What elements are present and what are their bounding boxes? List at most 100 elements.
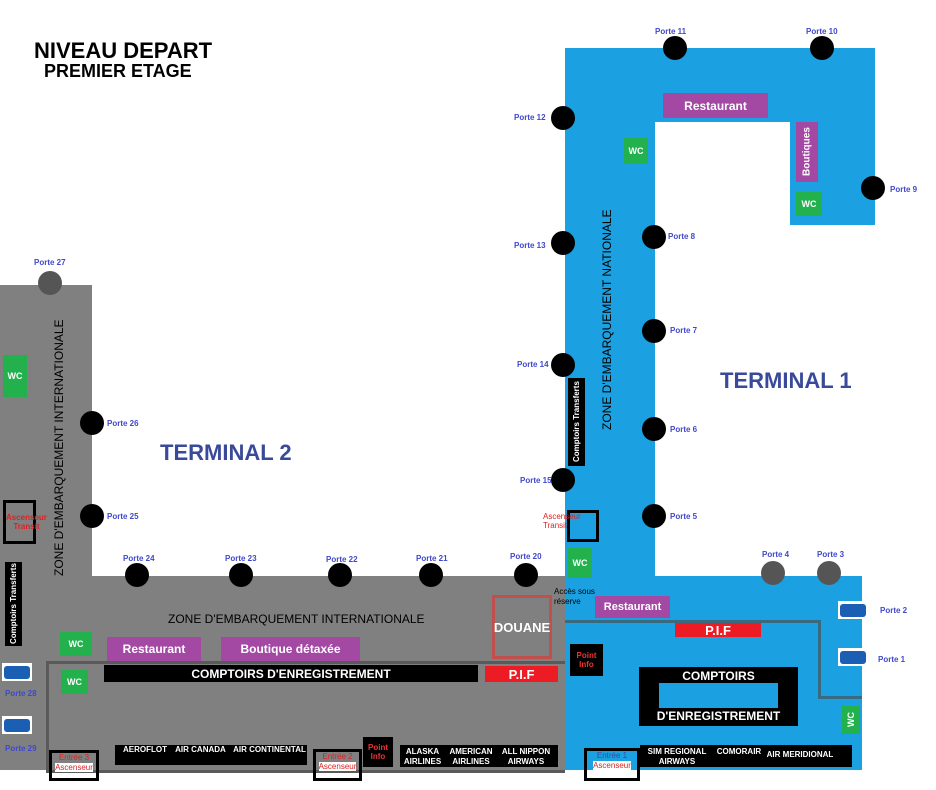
gate-marker[interactable]	[817, 561, 841, 585]
airline-counter: AIR CONTINENTAL	[233, 745, 306, 754]
gate-label: Porte 2	[880, 606, 908, 615]
gate-marker[interactable]	[328, 563, 352, 587]
gate-marker[interactable]	[663, 36, 687, 60]
bus-gate-icon[interactable]	[2, 663, 32, 681]
gate-marker[interactable]	[642, 417, 666, 441]
wc-t1-pier: WC	[568, 548, 592, 578]
ascenseur-transit-t1-box[interactable]	[567, 510, 599, 542]
douane: DOUANE	[492, 595, 552, 659]
wc-t1-right: WC	[796, 192, 822, 216]
pif-t2: P.I.F	[485, 666, 558, 682]
comptoirs-island	[659, 683, 778, 708]
counter-row-t1	[640, 745, 852, 767]
zone-internationale-label: ZONE D'EMBARQUEMENT INTERNATIONALE	[168, 612, 425, 626]
gate-label: Porte 6	[670, 425, 698, 434]
entree-3-label: Entrée 3	[58, 753, 90, 762]
wc-t2-checkin: WC	[61, 670, 88, 694]
gate-marker[interactable]	[861, 176, 885, 200]
ascenseur-label: Ascenseur	[593, 761, 631, 770]
wc-t2-hall: WC	[60, 632, 92, 656]
restaurant-t1-hall: Restaurant	[595, 596, 670, 618]
ascenseur-transit-t2[interactable]: Ascenseur Transit	[3, 500, 47, 544]
bus-gate-icon[interactable]	[2, 716, 32, 734]
gate-marker[interactable]	[642, 225, 666, 249]
enregistrement-label: D'ENREGISTREMENT	[656, 709, 781, 723]
comptoirs-enregistrement-t2: COMPTOIRS D'ENREGISTREMENT	[104, 665, 478, 682]
checkin-hall-outline	[46, 661, 565, 773]
gate-label: Porte 7	[670, 326, 698, 335]
gate-marker[interactable]	[80, 411, 104, 435]
airline-counter: AMERICAN AIRLINES	[449, 747, 493, 766]
gate-marker[interactable]	[761, 561, 785, 585]
gate-marker[interactable]	[419, 563, 443, 587]
gate-marker[interactable]	[38, 271, 62, 295]
gate-label: Porte 29	[5, 744, 37, 753]
restaurant-t2: Restaurant	[107, 637, 201, 661]
gate-marker[interactable]	[514, 563, 538, 587]
airline-counter: AEROFLOT	[123, 745, 167, 754]
bus-shape	[4, 718, 30, 732]
gate-label: Porte 20	[510, 552, 542, 561]
terminal2-label: TERMINAL 2	[160, 440, 292, 465]
gate-label: Porte 15	[520, 476, 552, 485]
restaurant-t1-top: Restaurant	[663, 93, 768, 118]
counter-row-t2-b	[400, 745, 558, 767]
gate-marker[interactable]	[551, 468, 575, 492]
map-subtitle: PREMIER ETAGE	[44, 61, 192, 81]
point-info-t1: Point Info	[570, 644, 603, 676]
airline-counter: COMORAIR	[716, 747, 762, 756]
gate-label: Porte 11	[655, 27, 687, 36]
wc-t1-hall: WC	[842, 706, 860, 734]
entree-2-label: Entrée 2	[322, 752, 353, 761]
bus-gate-icon[interactable]	[838, 648, 868, 666]
zone-internationale-vertical-label: ZONE D'EMBARQUEMENT INTERNATIONALE	[52, 319, 66, 576]
ascenseur-label: Ascenseur	[55, 763, 93, 772]
gate-label: Porte 21	[416, 554, 448, 563]
gate-marker[interactable]	[125, 563, 149, 587]
wc-t1-top: WC	[624, 138, 648, 164]
boutiques-t1: Boutiques	[796, 122, 818, 182]
comptoirs-enregistrement-t1: COMPTOIRS D'ENREGISTREMENT	[639, 667, 798, 726]
gate-marker[interactable]	[551, 353, 575, 377]
gate-label: Porte 8	[668, 232, 696, 241]
gate-marker[interactable]	[80, 504, 104, 528]
bus-shape	[840, 603, 866, 617]
gate-label: Porte 26	[107, 419, 139, 428]
gate-label: Porte 28	[5, 689, 37, 698]
t1-security-line	[565, 620, 820, 623]
map-title: NIVEAU DEPART	[34, 38, 213, 63]
comptoirs-transferts-t2: Comptoirs Transferts	[5, 562, 22, 646]
terminal1-label: TERMINAL 1	[720, 368, 852, 393]
airline-counter: AIR MERIDIONAL	[766, 750, 834, 759]
entree-1-label: Entrée 1	[596, 751, 628, 760]
gate-label: Porte 3	[817, 550, 845, 559]
gate-label: Porte 1	[878, 655, 906, 664]
t1-security-line	[818, 620, 821, 698]
gate-label: Porte 27	[34, 258, 66, 267]
gate-marker[interactable]	[551, 106, 575, 130]
gate-label: Porte 14	[517, 360, 549, 369]
bus-gate-icon[interactable]	[838, 601, 868, 619]
gate-label: Porte 9	[890, 185, 918, 194]
gate-label: Porte 23	[225, 554, 257, 563]
acces-sous-reserve: Accès sous réserve	[554, 587, 595, 606]
gate-label: Porte 5	[670, 512, 698, 521]
gate-marker[interactable]	[810, 36, 834, 60]
gate-label: Porte 4	[762, 550, 790, 559]
airline-counter: AIR CANADA	[175, 745, 226, 754]
gate-marker[interactable]	[642, 319, 666, 343]
gate-label: Porte 22	[326, 555, 358, 564]
pif-t1: P.I.F	[675, 623, 761, 638]
gate-marker[interactable]	[229, 563, 253, 587]
gate-label: Porte 10	[806, 27, 838, 36]
gate-marker[interactable]	[551, 231, 575, 255]
t1-security-line	[818, 696, 862, 699]
gate-label: Porte 24	[123, 554, 155, 563]
gate-label: Porte 13	[514, 241, 546, 250]
gate-marker[interactable]	[642, 504, 666, 528]
airline-counter: ALASKA AIRLINES	[403, 747, 442, 766]
bus-shape	[840, 650, 866, 664]
